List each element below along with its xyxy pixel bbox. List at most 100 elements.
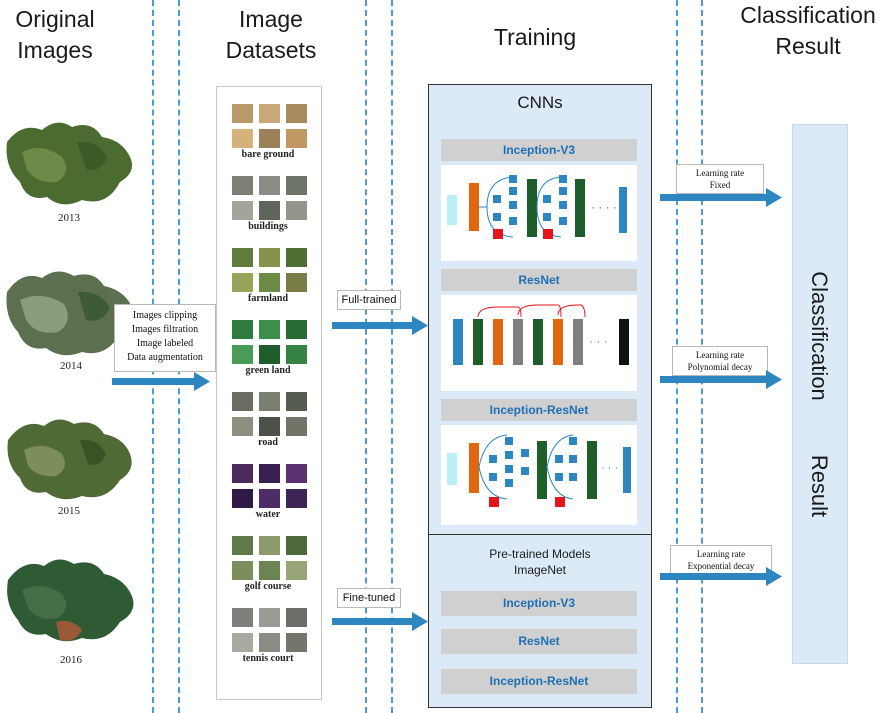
model-header-resnet: ResNet <box>441 269 637 291</box>
preprocess-step: Data augmentation <box>127 352 203 363</box>
cnns-box: CNNs Inception-V3 · · · · ResNet <box>428 84 652 536</box>
learning-rate-polynomial-label: Learning rate Polynomial decay <box>672 346 768 376</box>
inception-resnet-diagram: · · · <box>441 425 637 525</box>
dataset-class-label: farmland <box>248 293 288 304</box>
dataset-thumbnail <box>286 608 307 627</box>
dataset-thumbnail <box>232 608 253 627</box>
imagenet-title: ImageNet <box>513 563 567 577</box>
classification-result-word: Result <box>807 454 832 518</box>
dataset-thumbnail <box>286 489 307 508</box>
model-header-inception-v3: Inception-V3 <box>441 139 637 161</box>
map-image-2016 <box>7 559 134 642</box>
preprocess-step: Image labeled <box>136 338 194 349</box>
svg-text:· · ·: · · · <box>589 334 608 348</box>
dataset-thumbnail <box>259 129 280 148</box>
dataset-thumbnail <box>232 417 253 436</box>
dataset-thumbnail <box>232 273 253 292</box>
dataset-thumbnail <box>232 392 253 411</box>
dataset-class-label: buildings <box>248 221 288 232</box>
learning-rate-fixed-arrow <box>660 188 782 207</box>
fine-tuned-arrow <box>332 612 428 631</box>
fine-tuned-label: Fine-tuned <box>337 588 401 608</box>
map-image-2013 <box>6 122 133 205</box>
dataset-thumbnail <box>259 417 280 436</box>
dataset-thumbnail <box>286 273 307 292</box>
dataset-class-label: road <box>258 437 278 448</box>
dataset-thumbnail <box>286 104 307 123</box>
dataset-class-label: tennis court <box>242 653 294 664</box>
year-label-2013: 2013 <box>58 212 80 224</box>
full-trained-label: Full-trained <box>337 290 401 310</box>
dataset-thumbnail <box>232 248 253 267</box>
dataset-thumbnail <box>259 176 280 195</box>
dataset-thumbnail <box>286 201 307 220</box>
pretrained-title: Pre-trained Models <box>489 547 591 561</box>
learning-rate-polynomial-arrow <box>660 370 782 389</box>
dataset-thumbnail <box>232 176 253 195</box>
header-image-datasets: Image Datasets <box>225 6 317 63</box>
dataset-thumbnail <box>286 248 307 267</box>
dataset-thumbnail <box>259 273 280 292</box>
dataset-class-label: golf course <box>244 581 292 592</box>
pretrained-models-box: Pre-trained Models ImageNet Inception-V3… <box>428 534 652 708</box>
learning-rate-line: Learning rate <box>695 168 745 178</box>
dataset-thumbnail <box>232 633 253 652</box>
dataset-thumbnail <box>259 320 280 339</box>
dataset-thumbnail <box>232 561 253 580</box>
dataset-thumbnail <box>232 489 253 508</box>
inception-resnet-blocks: · · · <box>447 434 631 507</box>
inception-v3-diagram: · · · · <box>441 165 637 261</box>
dataset-thumbnail <box>232 104 253 123</box>
separator-line <box>365 0 367 713</box>
resnet-blocks: · · · <box>453 304 629 365</box>
map-image-2014 <box>6 271 134 356</box>
dataset-thumbnail <box>286 345 307 364</box>
preprocess-step: Images clipping <box>132 310 198 321</box>
learning-rate-line: Learning rate <box>696 549 746 559</box>
dataset-thumbnail <box>286 464 307 483</box>
preprocess-steps-box: Images clipping Images filtration Image … <box>114 304 216 372</box>
dataset-thumbnail <box>259 104 280 123</box>
learning-rate-fixed-label: Learning rate Fixed <box>676 164 764 194</box>
dataset-thumbnail <box>232 320 253 339</box>
dataset-thumbnail <box>259 345 280 364</box>
classification-result-word: Classification <box>807 271 832 401</box>
dataset-thumbnail <box>259 248 280 267</box>
header-classification-result: Classification Result <box>740 2 876 59</box>
dataset-thumbnail <box>286 176 307 195</box>
dataset-thumbnail <box>286 536 307 555</box>
learning-rate-schedule: Exponential decay <box>687 561 755 571</box>
dataset-thumbnail <box>259 608 280 627</box>
pretrained-inception-v3: Inception-V3 <box>441 591 637 616</box>
svg-text:· · · ·: · · · · <box>591 200 617 214</box>
dataset-thumbnail <box>259 561 280 580</box>
full-trained-arrow <box>332 316 428 335</box>
year-label-2015: 2015 <box>58 505 80 517</box>
year-label-2016: 2016 <box>60 654 82 666</box>
year-label-2014: 2014 <box>60 360 82 372</box>
preprocess-step: Images filtration <box>131 324 199 335</box>
dataset-thumbnail <box>232 201 253 220</box>
dataset-thumbnail <box>259 489 280 508</box>
dataset-thumbnail <box>286 129 307 148</box>
separator-line <box>391 0 393 713</box>
resnet-diagram: · · · <box>441 295 637 391</box>
dataset-thumbnail <box>286 392 307 411</box>
learning-rate-schedule: Fixed <box>709 180 731 190</box>
learning-rate-schedule: Polynomial decay <box>687 362 753 372</box>
dataset-class-label: bare ground <box>241 149 295 160</box>
classification-result-bar <box>792 124 848 664</box>
learning-rate-exponential-arrow <box>660 567 782 586</box>
dataset-thumbnail <box>286 320 307 339</box>
dataset-class-label: water <box>255 509 281 520</box>
preprocess-arrow <box>112 372 210 391</box>
dataset-thumbnail <box>232 464 253 483</box>
learning-rate-line: Learning rate <box>695 350 745 360</box>
dataset-thumbnail <box>286 417 307 436</box>
pretrained-inception-resnet: Inception-ResNet <box>441 669 637 694</box>
header-training: Training <box>493 24 577 50</box>
svg-text:· · ·: · · · <box>601 462 618 474</box>
dataset-thumbnail <box>259 392 280 411</box>
inception-v3-blocks: · · · · <box>447 175 627 239</box>
